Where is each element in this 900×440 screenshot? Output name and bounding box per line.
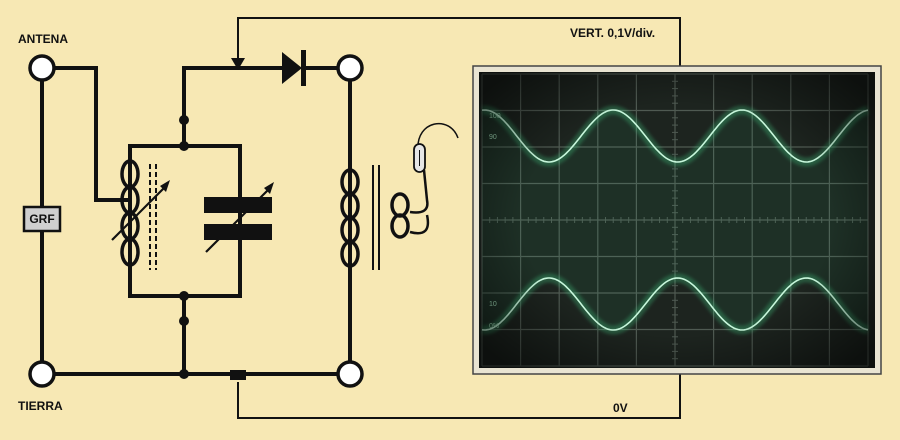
ground-probe-wire — [237, 374, 681, 419]
output-top-terminal — [336, 54, 364, 82]
ground-probe-tab — [230, 370, 246, 380]
tank-coil-adjust-arrow — [111, 180, 170, 241]
wire-antenna-to-coil — [55, 66, 132, 202]
scope-vignette — [479, 72, 875, 368]
grf-generator: GRF — [22, 205, 62, 233]
ground-label: TIERRA — [18, 399, 63, 413]
antenna-label: ANTENA — [18, 32, 68, 46]
variable-capacitor — [204, 182, 274, 253]
vert-probe-wire — [237, 17, 681, 66]
tank-coil-core — [149, 164, 157, 270]
antenna-terminal — [28, 54, 56, 82]
tank-coil — [120, 146, 140, 296]
wire-tank-box — [128, 144, 242, 298]
vert-probe-arrow — [231, 58, 245, 70]
transformer-core — [372, 165, 380, 270]
vertical-scale-label: VERT. 0,1V/div. — [570, 26, 655, 40]
oscilloscope: 100 90 10 0% — [472, 65, 882, 375]
terminals — [28, 54, 364, 388]
output-transformer-primary — [340, 168, 360, 268]
junction-dots — [179, 115, 189, 379]
scope-leads — [237, 17, 681, 419]
earphone-icon — [413, 122, 459, 173]
grf-label: GRF — [29, 212, 54, 226]
earphone-coil — [390, 169, 430, 239]
output-bottom-terminal — [336, 360, 364, 388]
circuit-wires — [40, 66, 352, 376]
zero-volt-label: 0V — [613, 401, 628, 415]
ground-terminal — [28, 360, 56, 388]
diode-symbol — [282, 50, 306, 86]
